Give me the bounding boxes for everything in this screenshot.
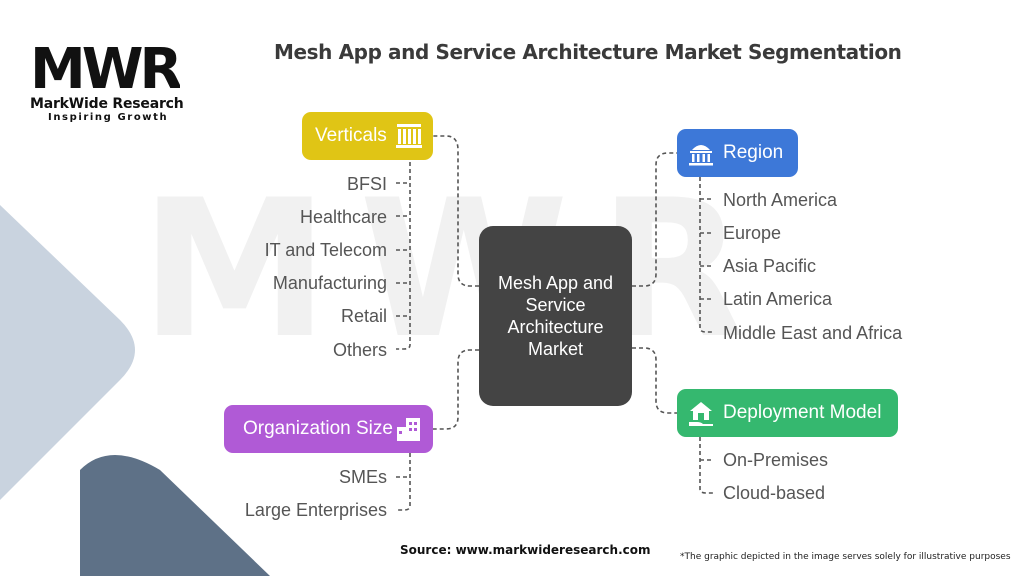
bottom-accent-shape-dark [80,455,270,576]
center-label: Mesh App and Service Architecture Market [497,273,614,359]
verticals-item-retail: Retail [340,306,387,326]
bracket-deploy [699,437,714,494]
segment-region: Region [677,129,798,177]
org-item-smes: SMEs [338,467,387,487]
source-note: Source: www.markwideresearch.com [400,543,651,557]
segment-verticals: Verticals [302,112,433,160]
brand-logo: MWR MarkWide Research Inspiring Growth [30,38,195,123]
segment-organization-size: Organization Size [224,405,433,453]
brand-tagline: Inspiring Growth [48,112,169,123]
house-hand-icon [689,402,713,426]
deploy-item-on-premises: On-Premises [723,450,829,470]
watermark-logo: MWR [140,159,775,380]
connector-center-deploy [632,347,677,414]
segment-deployment-model: Deployment Model [677,389,898,437]
region-item-latin-america: Latin America [723,289,833,309]
left-accent-shape-light [0,205,135,500]
page-title: Mesh App and Service Architecture Market… [274,40,902,64]
disclaimer-note: *The graphic depicted in the image serve… [680,552,1011,562]
org-item-large-enterprises: Large Enterprises [244,500,387,520]
segment-verticals-label: Verticals [315,125,387,146]
brand-name: MarkWide Research [30,96,184,112]
bracket-verticals [396,162,411,350]
connector-center-verticals [433,135,479,287]
bracket-region [699,177,714,333]
svg-text:MWR: MWR [30,38,180,94]
segment-deployment-model-label: Deployment Model [723,402,882,423]
buildings-icon [397,418,420,441]
verticals-item-bfsi: BFSI [346,174,387,194]
mwr-logo-mark: MWR [30,38,180,94]
region-item-middle-east-africa: Middle East and Africa [723,323,903,343]
region-item-europe: Europe [723,223,782,243]
connector-center-region [632,152,677,287]
columns-building-icon [396,124,422,148]
region-item-asia-pacific: Asia Pacific [723,256,817,276]
verticals-item-manufacturing: Manufacturing [272,273,387,293]
deploy-item-cloud-based: Cloud-based [723,483,826,503]
segment-organization-size-label: Organization Size [243,418,393,439]
verticals-item-others: Others [332,340,387,360]
verticals-item-healthcare: Healthcare [299,207,387,227]
landmark-dome-icon [689,145,713,166]
region-item-north-america: North America [723,190,838,210]
connector-center-org [433,349,479,430]
bracket-org [396,453,411,511]
verticals-item-it-telecom: IT and Telecom [264,240,387,260]
center-node: Mesh App and Service Architecture Market [479,226,632,406]
segment-region-label: Region [723,142,784,163]
